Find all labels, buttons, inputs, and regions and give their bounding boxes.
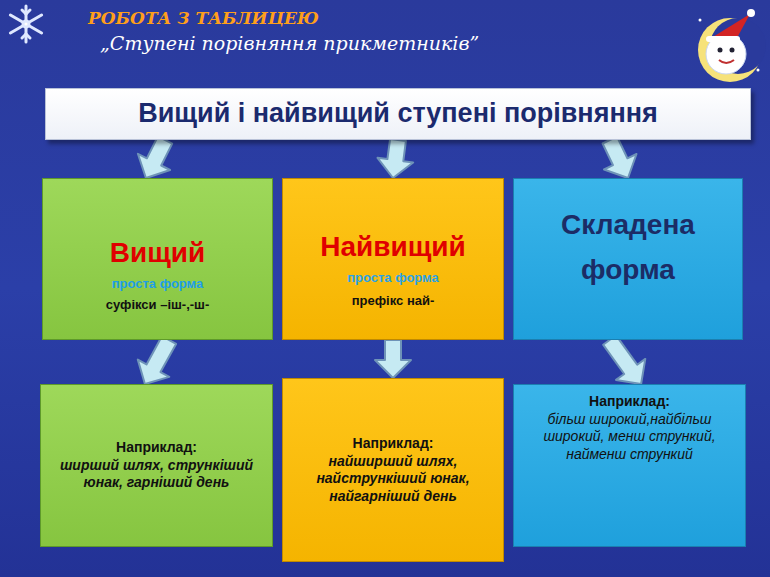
block-arrow [375,340,411,378]
example-heading: Наприклад: [589,393,670,411]
snowflake [10,6,41,42]
slide-subheading: „Ступені порівняння прикметників” [100,32,479,54]
block-arrow [138,136,172,178]
form-name: Складена форма [524,203,732,293]
block-arrow [603,137,637,179]
snowman-moon [698,9,766,82]
block-arrow [378,139,414,178]
form-type: проста форма [112,276,204,292]
title-band-text: Вищий і найвищий ступені порівняння [138,97,658,131]
block-arrow [138,336,176,384]
example-text: ширший шлях, стрункіший юнак, гарніший д… [51,457,262,492]
title-band: Вищий і найвищий ступені порівняння [45,88,751,140]
example-box: Наприклад:більш широкий,найбільш широкий… [513,384,746,547]
form-rule: префікс най- [352,293,435,309]
example-heading: Наприклад: [353,435,434,453]
category-box: Складена форма [513,178,743,340]
slide-heading: РОБОТА З ТАБЛИЦЕЮ [88,8,319,28]
example-box: Наприклад:ширший шлях, стрункіший юнак, … [40,384,273,547]
example-text: більш широкий,найбільш широкий, менш стр… [524,411,735,464]
form-rule: суфікси –іш-,-ш- [106,297,210,313]
block-arrow [603,335,645,384]
example-text: найширший шлях, найстрункіший юнак, найг… [293,453,493,506]
degree-name: Найвищий [320,229,465,264]
form-type: проста форма [347,270,439,286]
category-box: Вищий проста форма суфікси –іш-,-ш- [42,178,273,340]
degree-name: Вищий [110,235,205,270]
example-heading: Наприклад: [116,439,197,457]
example-box: Наприклад:найширший шлях, найстрункіший … [282,378,504,562]
category-box: Найвищий проста форма префікс най- [282,178,504,340]
